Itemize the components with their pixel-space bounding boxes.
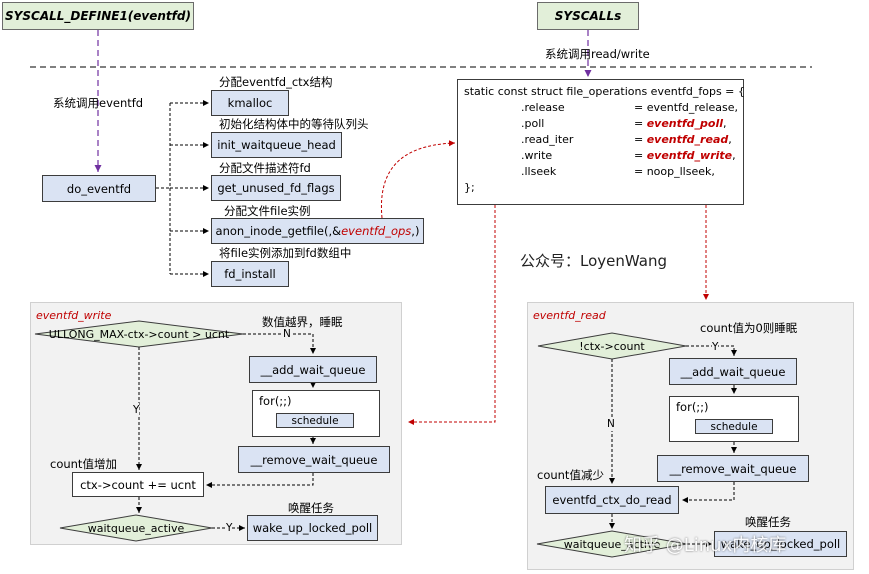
kmalloc-box: kmalloc (211, 90, 289, 116)
read-remove-wait-queue-box: __remove_wait_queue (657, 455, 809, 482)
fops-footer: }; (464, 181, 475, 194)
step-label: 初始化结构体中的等待队列头 (219, 117, 369, 131)
write-schedule-box: schedule (276, 413, 354, 428)
call-eventfd-label: 系统调用eventfd (53, 96, 144, 110)
step-label: 分配eventfd_ctx结构 (219, 75, 333, 89)
read-n-label: N (607, 417, 615, 431)
init-waitqueue-head-box: init_waitqueue_head (211, 132, 342, 158)
read-add-wait-queue-box: __add_wait_queue (669, 358, 797, 385)
fops-header: static const struct file_operations even… (464, 85, 745, 98)
read-panel-title: eventfd_read (533, 309, 606, 322)
write-remove-wait-queue-box: __remove_wait_queue (238, 446, 390, 473)
write-n-label: N (283, 327, 291, 341)
syscalls-box: SYSCALLs (537, 2, 639, 30)
write-y2-label: Y (226, 521, 233, 535)
read-wake-up-box: wake_up_locked_poll (714, 531, 847, 557)
fd-install-box: fd_install (211, 261, 289, 287)
read-y-label: Y (712, 340, 719, 354)
read-count-dec-label: count值减少 (537, 468, 604, 482)
fops-row-poll: .poll = eventfd_poll, (521, 117, 727, 130)
write-waitqueue-active-text: waitqueue_active (87, 521, 185, 535)
write-for-label: for(;;) (259, 394, 292, 408)
read-sleep-label: count值为0则睡眠 (700, 321, 798, 335)
fops-row-write: .write = eventfd_write, (521, 149, 736, 162)
eventfd-fops-code: static const struct file_operations even… (457, 79, 745, 205)
anon-inode-getfile-box: anon_inode_getfile(,&eventfd_ops,) (211, 218, 424, 244)
anon-inode-suffix: ,) (411, 224, 420, 238)
fops-row-llseek: .llseek = noop_llseek, (521, 165, 715, 178)
read-for-label: for(;;) (676, 400, 709, 414)
write-count-inc-box: ctx->count += ucnt (72, 472, 204, 497)
write-y-label: Y (133, 403, 140, 417)
write-link-arrow (408, 205, 496, 425)
write-count-inc-label: count值增加 (50, 457, 117, 471)
write-wake-label: 唤醒任务 (288, 501, 334, 515)
step-label: 分配文件描述符fd (219, 161, 311, 175)
do-eventfd-box: do_eventfd (42, 175, 156, 202)
write-condition-text: ULLONG_MAX-ctx->count > ucnt (48, 327, 230, 341)
read-wake-label: 唤醒任务 (745, 515, 791, 529)
read-schedule-box: schedule (695, 419, 773, 434)
read-waitqueue-active-text: waitqueue_active (563, 537, 661, 551)
get-unused-fd-flags-box: get_unused_fd_flags (211, 175, 341, 201)
call-read-write-label: 系统调用read/write (545, 47, 650, 61)
write-panel-title: eventfd_write (36, 309, 112, 322)
step-label: 将file实例添加到fd数组中 (219, 246, 352, 260)
eventfd-ops-ref: eventfd_ops (341, 224, 412, 238)
syscall-define-box: SYSCALL_DEFINE1(eventfd) (2, 2, 194, 30)
zhihu-watermark: 知乎 @Linux内核库 (624, 535, 787, 556)
author-watermark: 公众号：LoyenWang (520, 252, 667, 270)
read-count-dec-box: eventfd_ctx_do_read (545, 486, 679, 514)
step-label: 分配文件file实例 (224, 204, 311, 218)
write-sleep-label: 数值越界，睡眠 (262, 315, 343, 329)
read-condition-text: !ctx->count (579, 339, 645, 353)
write-wake-up-box: wake_up_locked_poll (247, 515, 378, 541)
fops-row-read-iter: .read_iter = eventfd_read, (521, 133, 732, 146)
fops-link-arrow (380, 140, 456, 219)
write-add-wait-queue-box: __add_wait_queue (249, 356, 377, 383)
anon-inode-prefix: anon_inode_getfile(,& (215, 224, 342, 238)
fops-row-release: .release = eventfd_release, (521, 101, 739, 114)
